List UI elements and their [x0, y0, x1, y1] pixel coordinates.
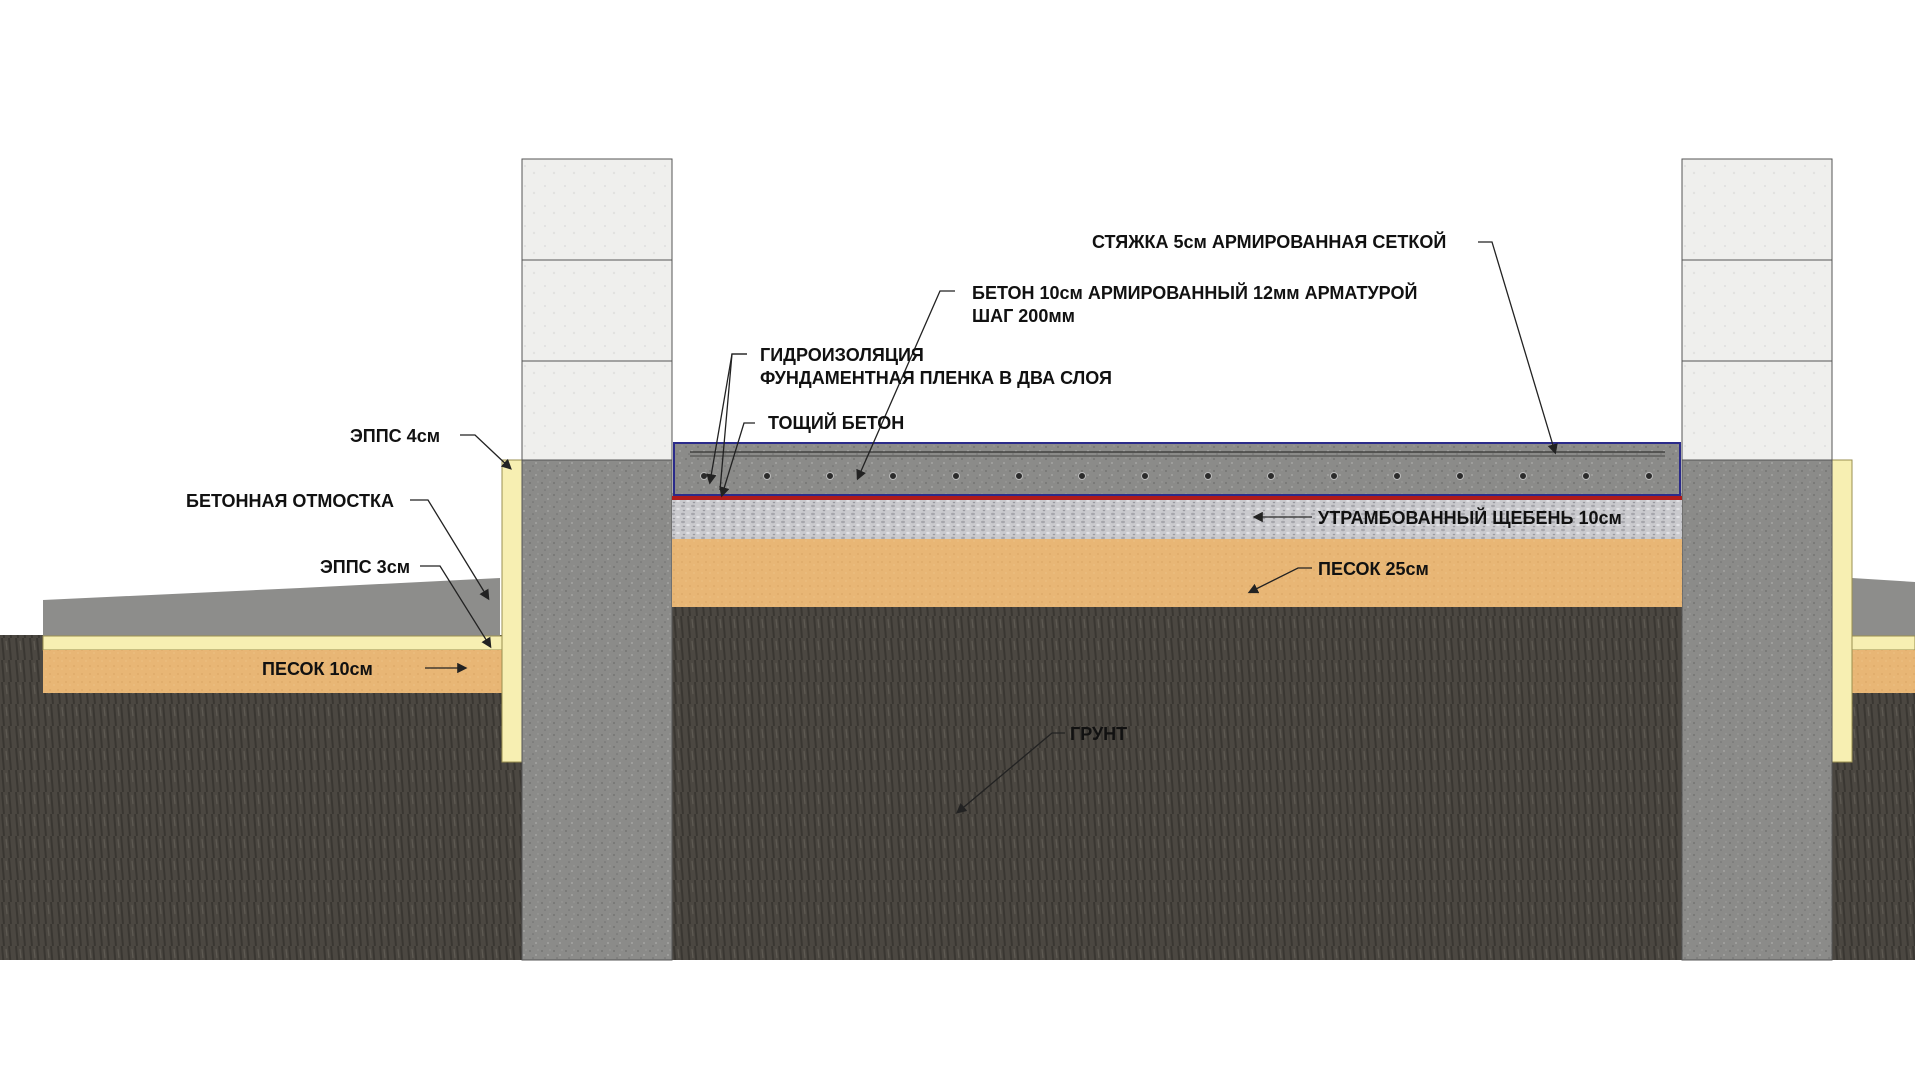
rebar-dot: [1519, 472, 1527, 480]
foundation-wall-right: [1681, 459, 1833, 961]
waterproofing-film: [672, 496, 1682, 500]
rebar-dot: [889, 472, 897, 480]
label-concrete-line2: ШАГ 200мм: [972, 306, 1075, 326]
rebar-dot: [1330, 472, 1338, 480]
rebar-dot: [1645, 472, 1653, 480]
gravel-10cm-layer: [672, 500, 1682, 539]
label-blind-area: БЕТОННАЯ ОТМОСТКА: [186, 491, 394, 511]
label-concrete-line1: БЕТОН 10см АРМИРОВАННЫЙ 12мм АРМАТУРОЙ: [972, 282, 1417, 303]
label-gravel: УТРАМБОВАННЫЙ ЩЕБЕНЬ 10см: [1318, 507, 1622, 528]
rebar-dot: [1078, 472, 1086, 480]
eps-3cm-board: [42, 635, 523, 651]
sand-10cm-bed: [43, 650, 522, 693]
label-screed: СТЯЖКА 5см АРМИРОВАННАЯ СЕТКОЙ: [1092, 231, 1446, 252]
rebar-dots: [700, 472, 1653, 480]
blind-area-concrete: [43, 578, 500, 636]
rebar-dot: [1267, 472, 1275, 480]
foundation-wall-left: [521, 459, 673, 961]
rebar-dot: [1456, 472, 1464, 480]
left-blind-area-assembly: [0, 578, 523, 960]
eps-4cm-right: [1831, 459, 1853, 763]
rebar-dot: [1582, 472, 1590, 480]
sand-25cm-layer: [672, 539, 1682, 607]
eps-4cm-left: [501, 459, 523, 763]
label-eps-3: ЭППС 3см: [320, 557, 410, 577]
label-lean-concrete: ТОЩИЙ БЕТОН: [768, 412, 904, 433]
masonry-blocks-right: [1681, 158, 1833, 461]
reinforced-concrete-slab: [673, 442, 1681, 496]
masonry-blocks-left: [521, 158, 673, 461]
label-eps-4: ЭППС 4см: [350, 426, 440, 446]
rebar-dot: [763, 472, 771, 480]
label-soil: ГРУНТ: [1070, 724, 1127, 744]
label-waterproofing-line2: ФУНДАМЕНТНАЯ ПЛЕНКА В ДВА СЛОЯ: [760, 368, 1112, 388]
rebar-dot: [700, 472, 708, 480]
rebar-dot: [1141, 472, 1149, 480]
rebar-dot: [952, 472, 960, 480]
rebar-dot: [1015, 472, 1023, 480]
label-sand-25: ПЕСОК 25см: [1318, 559, 1429, 579]
rebar-dot: [826, 472, 834, 480]
label-sand-10: ПЕСОК 10см: [262, 659, 373, 679]
rebar-dot: [1204, 472, 1212, 480]
right-blind-area-assembly: [1851, 578, 1915, 693]
leader-lines: [410, 241, 1558, 814]
rebar-dot: [1393, 472, 1401, 480]
label-waterproofing-line1: ГИДРОИЗОЛЯЦИЯ: [760, 345, 924, 365]
